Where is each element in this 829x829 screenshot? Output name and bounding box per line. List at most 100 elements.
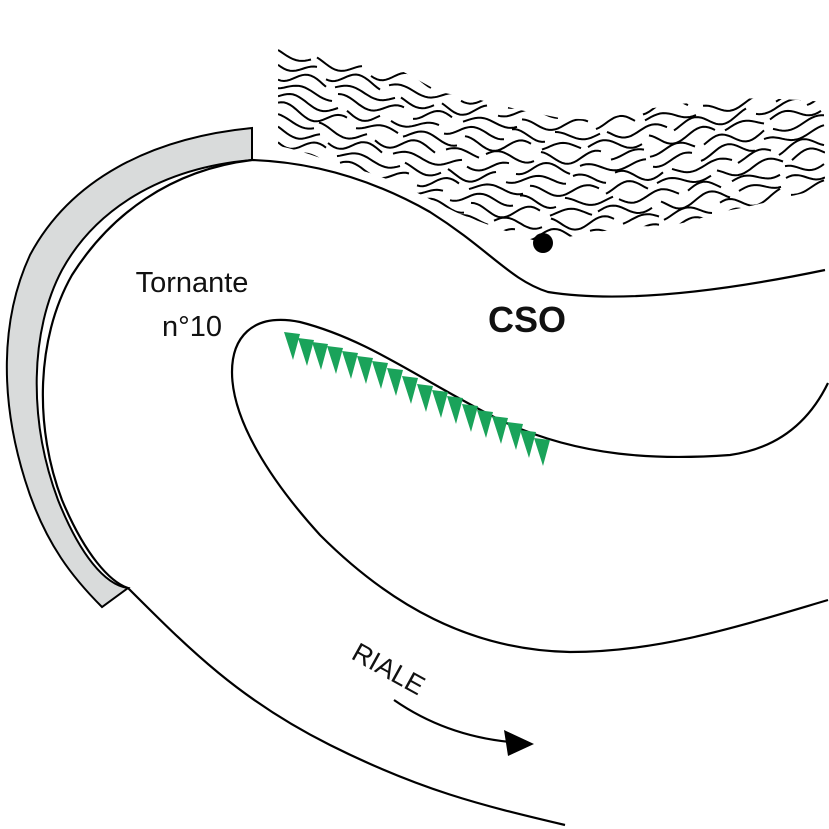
- strata-line: [614, 169, 664, 182]
- strata-line: [589, 223, 660, 237]
- strata-line: [703, 129, 765, 146]
- strata-line: [807, 211, 824, 219]
- strata-line: [796, 202, 825, 212]
- strata-line: [575, 261, 626, 271]
- strata-line: [775, 83, 816, 103]
- strata-line: [420, 243, 467, 244]
- triangle-down-icon: [327, 346, 343, 374]
- strata-line: [616, 246, 658, 258]
- strata-line: [656, 174, 712, 184]
- strata-line: [521, 118, 589, 131]
- strata-line: [564, 195, 614, 206]
- strata-line: [714, 207, 770, 223]
- strata-line: [790, 179, 825, 196]
- strata-line: [778, 138, 825, 156]
- strata-line: [687, 78, 739, 98]
- strata-line: [278, 228, 345, 244]
- strata-line: [785, 174, 825, 181]
- strata-line: [278, 63, 318, 72]
- strata-line: [587, 139, 643, 149]
- strata-line: [485, 150, 535, 164]
- strata-line: [719, 187, 781, 207]
- strata-line: [660, 190, 731, 210]
- triangle-down-icon: [372, 361, 388, 389]
- strata-line: [493, 216, 543, 230]
- triangle-down-icon: [312, 342, 328, 370]
- strata-line: [517, 85, 564, 98]
- strata-line: [702, 246, 738, 253]
- strata-line: [753, 212, 791, 223]
- strata-line: [664, 216, 708, 233]
- triangle-down-icon: [417, 384, 433, 412]
- strata-line: [318, 121, 368, 140]
- strata-line: [550, 215, 615, 231]
- strata-line: [447, 168, 497, 183]
- strata-line: [572, 173, 607, 184]
- filled-circle-icon: [533, 233, 553, 253]
- strata-line: [549, 207, 593, 217]
- triangle-down-icon: [507, 422, 523, 450]
- strata-line: [772, 114, 824, 132]
- strata-line: [441, 102, 488, 116]
- strata-line: [618, 188, 680, 204]
- strata-line: [325, 73, 381, 91]
- strata-line: [638, 75, 712, 91]
- strata-line: [472, 227, 516, 239]
- strata-line: [595, 114, 636, 131]
- triangle-down-icon: [432, 390, 448, 418]
- strata-line: [321, 188, 373, 208]
- strata-line: [408, 227, 446, 244]
- strata-line: [769, 109, 822, 121]
- strata-line: [399, 251, 450, 261]
- strata-line: [505, 174, 567, 185]
- strata-line: [538, 251, 607, 262]
- strata-line: [700, 143, 756, 162]
- strata-line: [606, 123, 668, 139]
- triangle-down-icon: [284, 332, 300, 360]
- triangle-down-icon: [298, 338, 314, 366]
- strata-line: [468, 183, 524, 196]
- strata-line: [278, 189, 324, 208]
- strata-line: [439, 80, 513, 94]
- flow-arrow-shaft: [393, 699, 511, 744]
- strata-line: [715, 66, 762, 75]
- strata-line: [697, 88, 756, 101]
- strata-line: [724, 119, 765, 132]
- strata-line: [350, 237, 391, 244]
- strata-line: [631, 254, 694, 268]
- strata-line: [511, 128, 546, 143]
- strata-line: [570, 84, 629, 97]
- strata-line: [278, 101, 348, 123]
- strata-line: [668, 235, 727, 244]
- strata-line: [541, 141, 582, 151]
- strata-line: [404, 161, 442, 177]
- strata-line: [687, 180, 722, 192]
- strata-line: [738, 184, 782, 192]
- strata-line: [390, 120, 440, 128]
- strata-line: [763, 124, 825, 142]
- strata-line: [520, 194, 557, 210]
- strata-line: [528, 262, 564, 274]
- strata-line: [648, 125, 716, 145]
- strata-line: [569, 93, 637, 106]
- strata-line: [334, 84, 396, 102]
- road-outer-edge: [251, 158, 826, 298]
- strata-line: [529, 184, 600, 197]
- strata-line: [466, 161, 510, 172]
- strata-line: [374, 139, 436, 154]
- strata-line: [644, 112, 697, 122]
- strata-line: [610, 148, 645, 161]
- strata-line: [579, 158, 647, 172]
- road-outer-edge-lower: [127, 587, 566, 827]
- road-inner-loop: [230, 319, 829, 654]
- strata-line: [767, 48, 825, 66]
- strata-line: [400, 96, 435, 110]
- strata-line: [329, 204, 388, 219]
- strata-line: [554, 131, 601, 141]
- strata-line: [671, 157, 733, 174]
- strata-line: [278, 141, 327, 150]
- hairpin-label-line2: n°10: [162, 311, 222, 343]
- strata-line: [278, 49, 312, 62]
- scarp-marker-row: [284, 332, 550, 466]
- stream-label: RIALE: [347, 637, 430, 701]
